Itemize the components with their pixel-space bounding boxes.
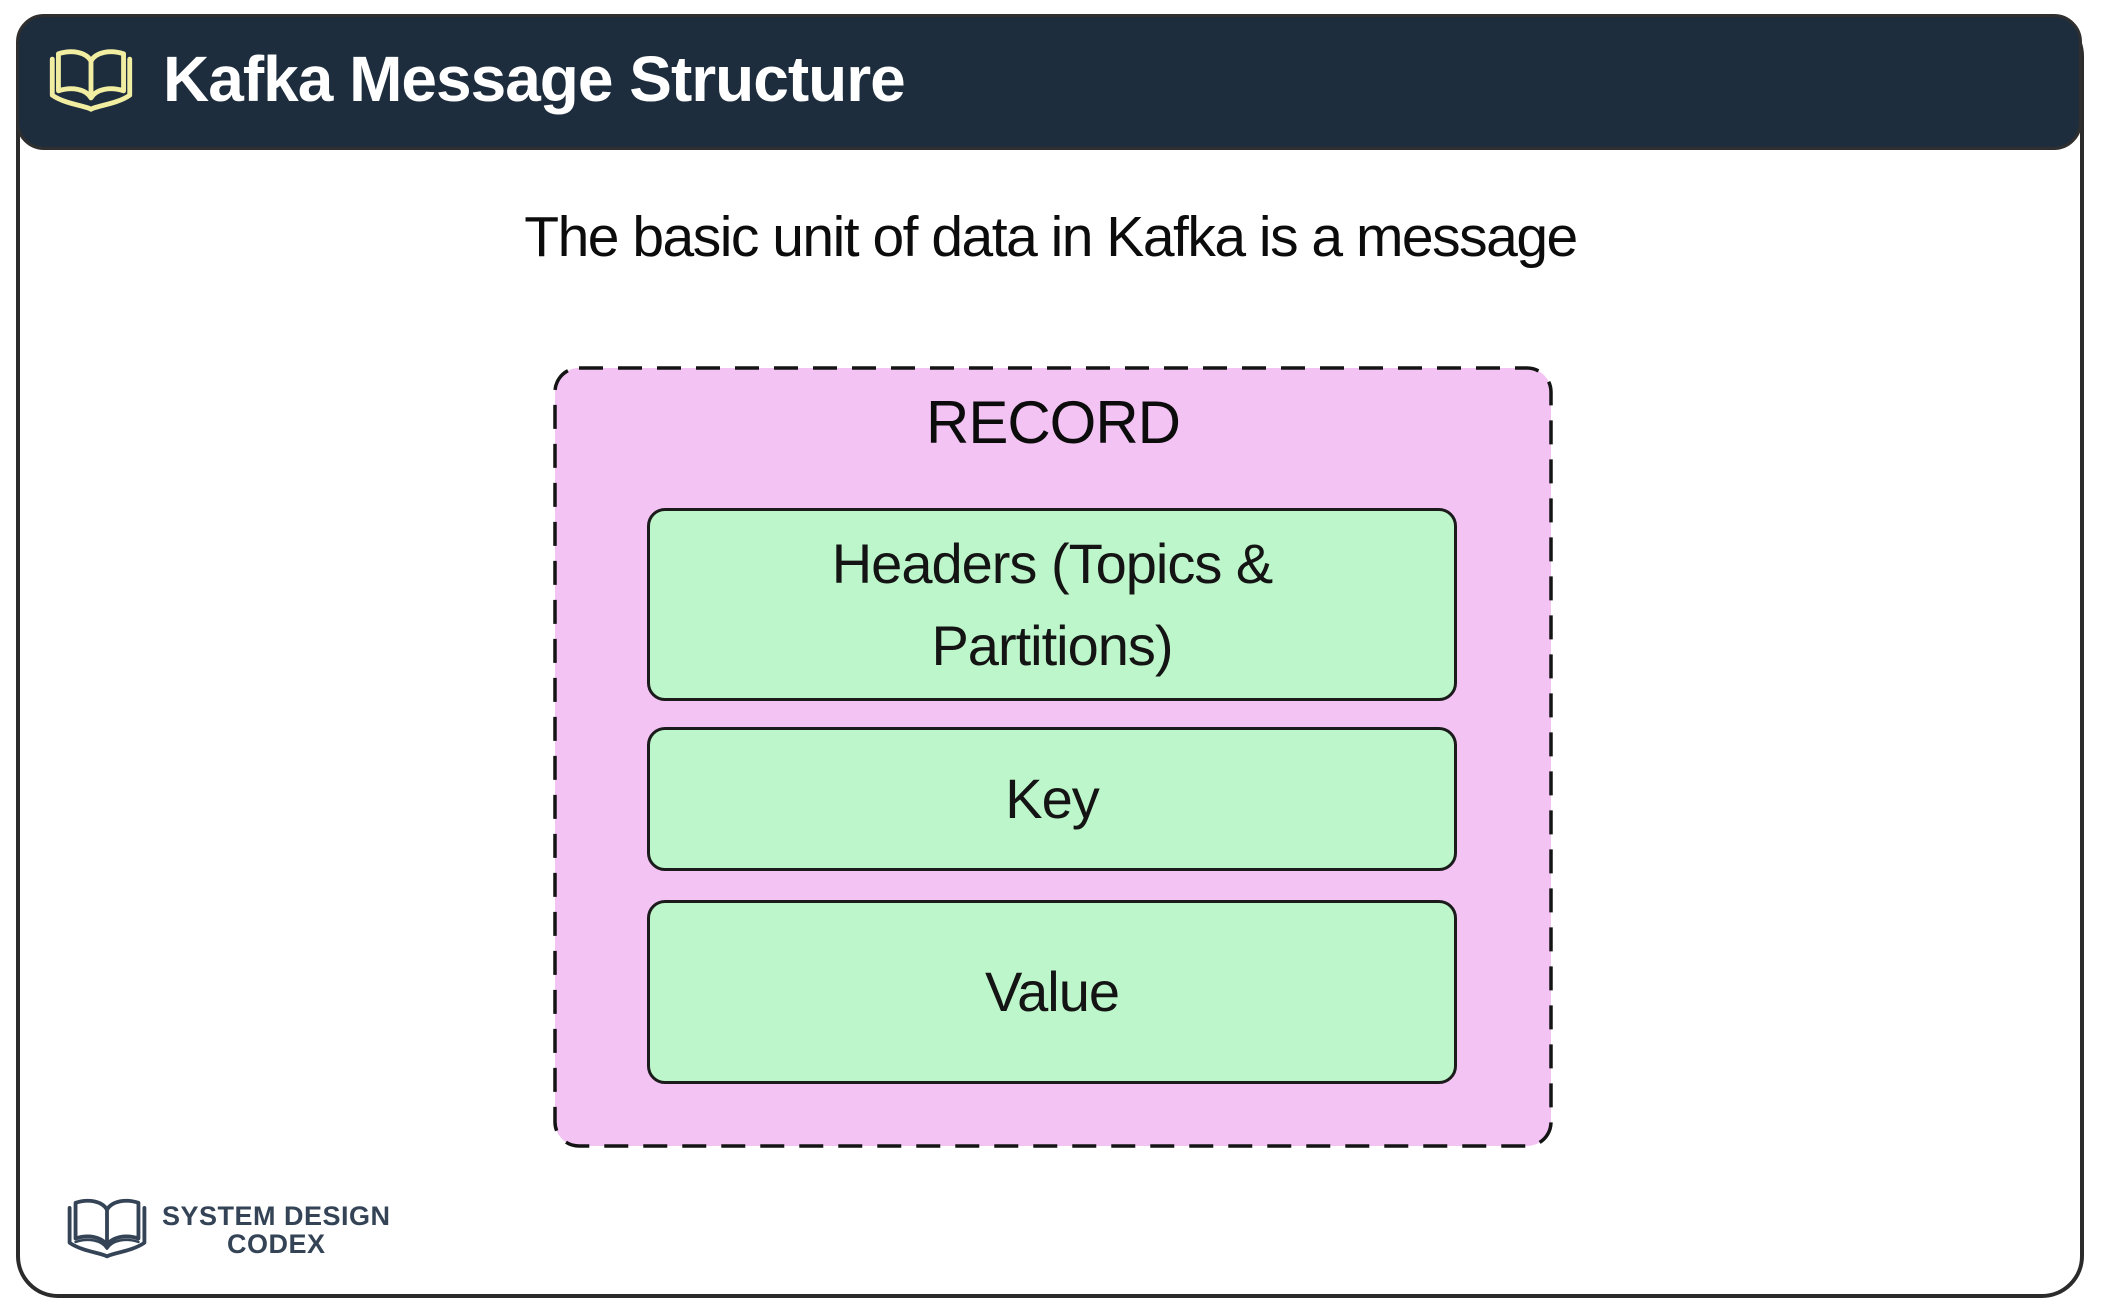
- brand-logo: SYSTEM DESIGN CODEX: [64, 1196, 391, 1264]
- record-container: RECORD Headers (Topics & Partitions) Key…: [553, 366, 1553, 1148]
- brand-logo-line1: SYSTEM DESIGN: [162, 1200, 391, 1231]
- page-title: Kafka Message Structure: [163, 43, 906, 115]
- open-book-icon: [67, 1198, 147, 1259]
- brand-logo-line2: CODEX: [227, 1229, 326, 1259]
- record-field-value: Value: [647, 900, 1457, 1084]
- header-bar: Kafka Message Structure: [16, 14, 2082, 150]
- subtitle-text: The basic unit of data in Kafka is a mes…: [524, 205, 1578, 269]
- record-field-key: Key: [647, 727, 1457, 871]
- record-label: RECORD: [925, 389, 1181, 456]
- brand-logo-text: SYSTEM DESIGN CODEX: [162, 1200, 391, 1259]
- open-book-icon: [49, 49, 133, 112]
- record-field-headers: Headers (Topics & Partitions): [647, 508, 1457, 701]
